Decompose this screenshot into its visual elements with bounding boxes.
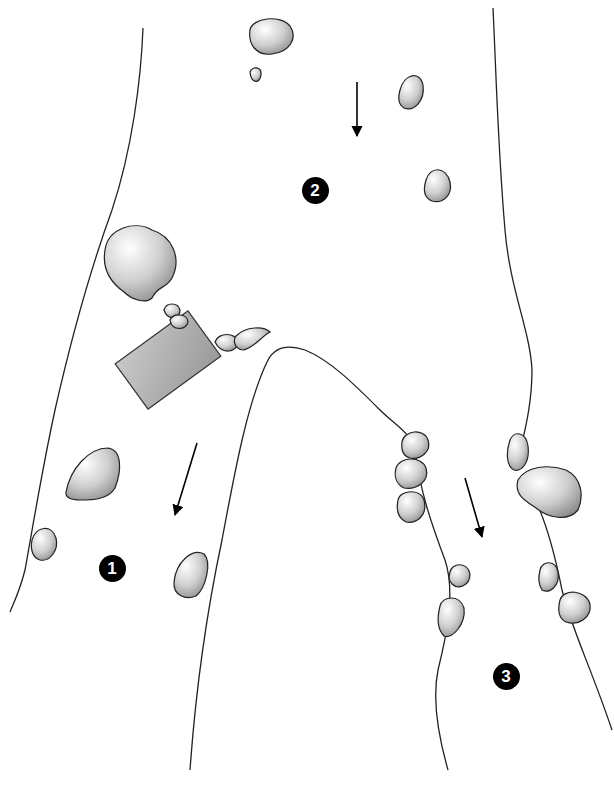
rock (31, 19, 590, 637)
riverbank (10, 8, 612, 770)
callout-number: 1 (99, 555, 126, 582)
log (115, 311, 221, 409)
callout-number: 3 (493, 663, 520, 690)
callout-number: 2 (302, 177, 329, 204)
flow-arrow (175, 82, 482, 537)
